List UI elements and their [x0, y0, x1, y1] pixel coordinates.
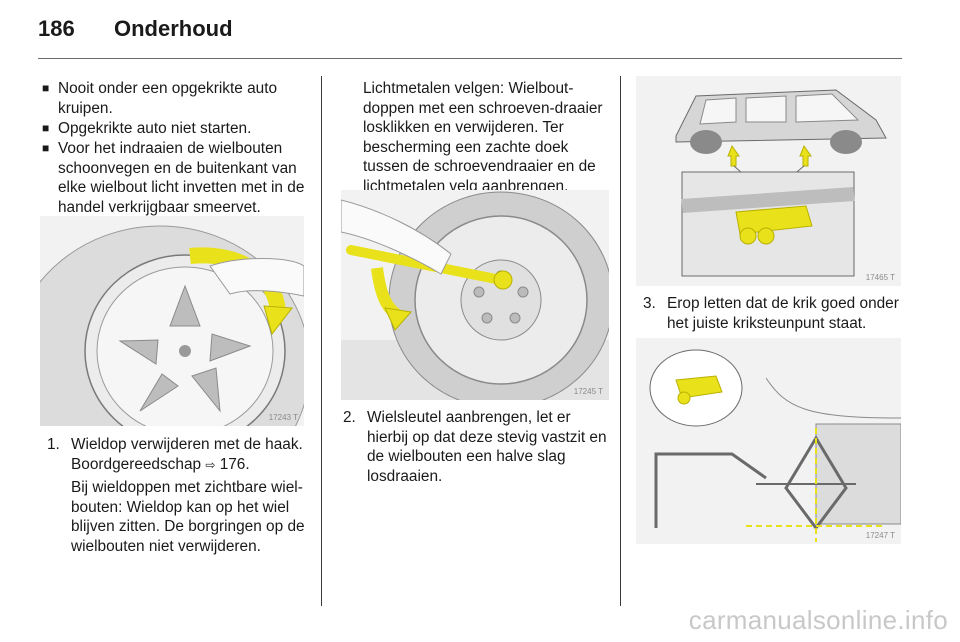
step-1-text: Wieldop verwijderen met de haak. Boordge…	[71, 436, 303, 473]
step-3: 3. Erop letten dat de krik goed onder he…	[643, 294, 903, 333]
figure-code: 17247 T	[865, 531, 895, 540]
figure-code: 17243 T	[268, 413, 298, 422]
page-header: 186 Onderhoud	[38, 16, 233, 46]
step-1-note: Bij wieldoppen met zichtbare wiel-bouten…	[71, 479, 305, 555]
figure-code: 17245 T	[573, 387, 603, 396]
jack-placement-drawing	[636, 338, 901, 544]
step-3-text: Erop letten dat de krik goed onder het j…	[667, 295, 899, 332]
page-title: Onderhoud	[114, 16, 233, 41]
wheel-wrench-drawing	[341, 190, 609, 400]
step-2: 2. Wielsleutel aanbrengen, let er hierbi…	[343, 408, 607, 486]
figure-code: 17465 T	[865, 273, 895, 282]
page-reference: 176.	[219, 455, 250, 473]
jack-placement-illustration: 17247 T	[636, 338, 901, 544]
hubcap-removal-drawing	[40, 216, 304, 426]
hubcap-removal-illustration: 17243 T	[40, 216, 304, 426]
step-2-text: Wielsleutel aanbrengen, let er hierbij o…	[367, 409, 607, 485]
step-number: 3.	[643, 295, 656, 312]
step-1: 1. Wieldop verwijderen met de haak. Boor…	[47, 435, 309, 475]
page-reference-icon: ⇨	[205, 457, 216, 472]
header-divider	[38, 58, 902, 59]
warning-bullet-2: Opgekrikte auto niet starten.	[42, 119, 310, 139]
watermark: carmanualsonline.info	[688, 605, 948, 635]
jack-point-drawing	[636, 76, 901, 286]
page-number: 186	[38, 16, 75, 41]
jack-point-illustration: 17465 T	[636, 76, 901, 286]
wheel-wrench-illustration: 17245 T	[341, 190, 609, 400]
step-number: 2.	[343, 409, 356, 426]
step-number: 1.	[47, 436, 60, 453]
warning-bullet-1: Nooit onder een opgekrikte auto kruipen.	[42, 79, 310, 118]
warning-bullet-3: Voor het indraaien de wielbouten schoonv…	[42, 139, 310, 217]
column-divider-left	[321, 76, 322, 606]
column-divider-right	[620, 76, 621, 606]
alloy-wheel-instructions: Lichtmetalen velgen: Wielbout-doppen met…	[363, 80, 603, 195]
